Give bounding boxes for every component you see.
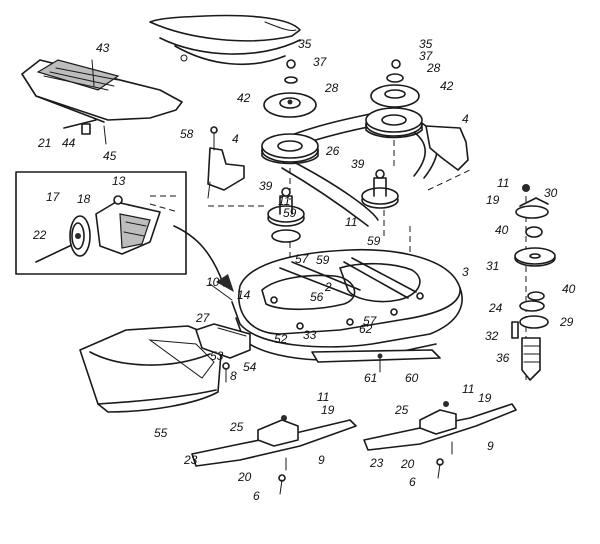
part-label-p19a: 19: [486, 193, 500, 207]
blade-left: [191, 415, 357, 495]
discharge-chute: [79, 283, 251, 413]
part-label-p19b: 19: [321, 403, 335, 417]
part-label-p4a: 4: [232, 132, 239, 146]
part-label-p23b: 23: [369, 456, 384, 470]
part-label-p22: 22: [32, 228, 47, 242]
spindle-pulley-right: [361, 169, 399, 209]
part-label-p42b: 42: [440, 79, 454, 93]
part-label-p43: 43: [96, 41, 110, 55]
part-label-p29: 29: [559, 315, 574, 329]
part-label-p13: 13: [112, 174, 126, 188]
part-label-p33: 33: [303, 328, 317, 342]
center-pulley-left: [261, 59, 319, 165]
part-label-p20b: 20: [400, 457, 415, 471]
part-label-p28a: 28: [324, 81, 339, 95]
part-label-p11c: 11: [345, 215, 357, 229]
part-label-p24: 24: [488, 301, 503, 315]
part-label-p6b: 6: [409, 475, 416, 489]
part-label-p21: 21: [37, 136, 51, 150]
deck-baffle: [311, 349, 441, 373]
part-label-p25a: 25: [229, 420, 244, 434]
blade-right: [363, 401, 517, 479]
part-label-p54: 54: [243, 360, 257, 374]
part-label-p44: 44: [62, 136, 76, 150]
part-label-p11a: 11: [278, 194, 290, 208]
part-label-p31: 31: [486, 259, 499, 273]
part-label-p30: 30: [544, 186, 558, 200]
part-label-p58: 58: [180, 127, 194, 141]
spindle-stack-right: [511, 184, 556, 381]
part-label-p11d: 11: [317, 390, 329, 404]
part-label-p37b: 37: [419, 49, 434, 63]
part-label-p57b: 57: [363, 314, 378, 328]
center-pulley-right: [365, 59, 423, 139]
part-label-p62: 62: [359, 322, 373, 336]
part-label-p55: 55: [154, 426, 168, 440]
part-label-p53: 53: [210, 349, 224, 363]
part-label-p6a: 6: [253, 489, 260, 503]
part-label-p60: 60: [405, 371, 419, 385]
spindle-pulley-left: [267, 187, 305, 243]
part-label-p61: 61: [364, 371, 377, 385]
part-label-p14: 14: [237, 288, 251, 302]
part-label-p20a: 20: [237, 470, 252, 484]
part-label-p35a: 35: [298, 37, 312, 51]
part-label-p32: 32: [485, 329, 499, 343]
part-label-p23a: 23: [183, 453, 198, 467]
part-label-p8: 8: [230, 369, 237, 383]
part-label-p10: 10: [206, 275, 220, 289]
foot-plate-assembly: [21, 59, 183, 145]
part-label-p40a: 40: [495, 223, 509, 237]
part-label-p57a: 57: [295, 252, 310, 266]
part-label-p52: 52: [274, 332, 288, 346]
part-label-p36: 36: [496, 351, 510, 365]
part-label-p11b: 11: [497, 176, 509, 190]
part-label-p35b: 35: [419, 37, 433, 51]
part-label-p19c: 19: [478, 391, 492, 405]
part-label-p27: 27: [195, 311, 211, 325]
belt-guard-left: [207, 126, 245, 199]
part-label-p59c: 59: [316, 253, 330, 267]
part-label-p42a: 42: [237, 91, 251, 105]
part-label-p2: 2: [324, 280, 332, 294]
belt-guard-right: [425, 125, 471, 191]
inset-idler-assembly: [15, 171, 187, 275]
part-label-p11e: 11: [462, 382, 474, 396]
part-label-p39a: 39: [259, 179, 273, 193]
part-label-p59b: 59: [367, 234, 381, 248]
part-label-p40b: 40: [562, 282, 576, 296]
part-label-p39b: 39: [351, 157, 365, 171]
part-label-p28b: 28: [426, 61, 441, 75]
part-label-p56: 56: [310, 290, 324, 304]
part-label-p9b: 9: [487, 439, 494, 453]
part-label-p59a: 59: [283, 206, 297, 220]
part-label-p17: 17: [46, 190, 61, 204]
mower-deck: [231, 248, 463, 362]
tractor-frame-fragment: [149, 14, 301, 66]
part-label-p9a: 9: [318, 453, 325, 467]
part-label-p4b: 4: [462, 112, 469, 126]
part-label-p45: 45: [103, 149, 117, 163]
part-label-p18: 18: [77, 192, 91, 206]
callout-arrow: [173, 225, 234, 292]
part-label-p26: 26: [325, 144, 340, 158]
part-label-p37a: 37: [313, 55, 328, 69]
part-label-p25b: 25: [394, 403, 409, 417]
part-label-p3: 3: [462, 265, 469, 279]
